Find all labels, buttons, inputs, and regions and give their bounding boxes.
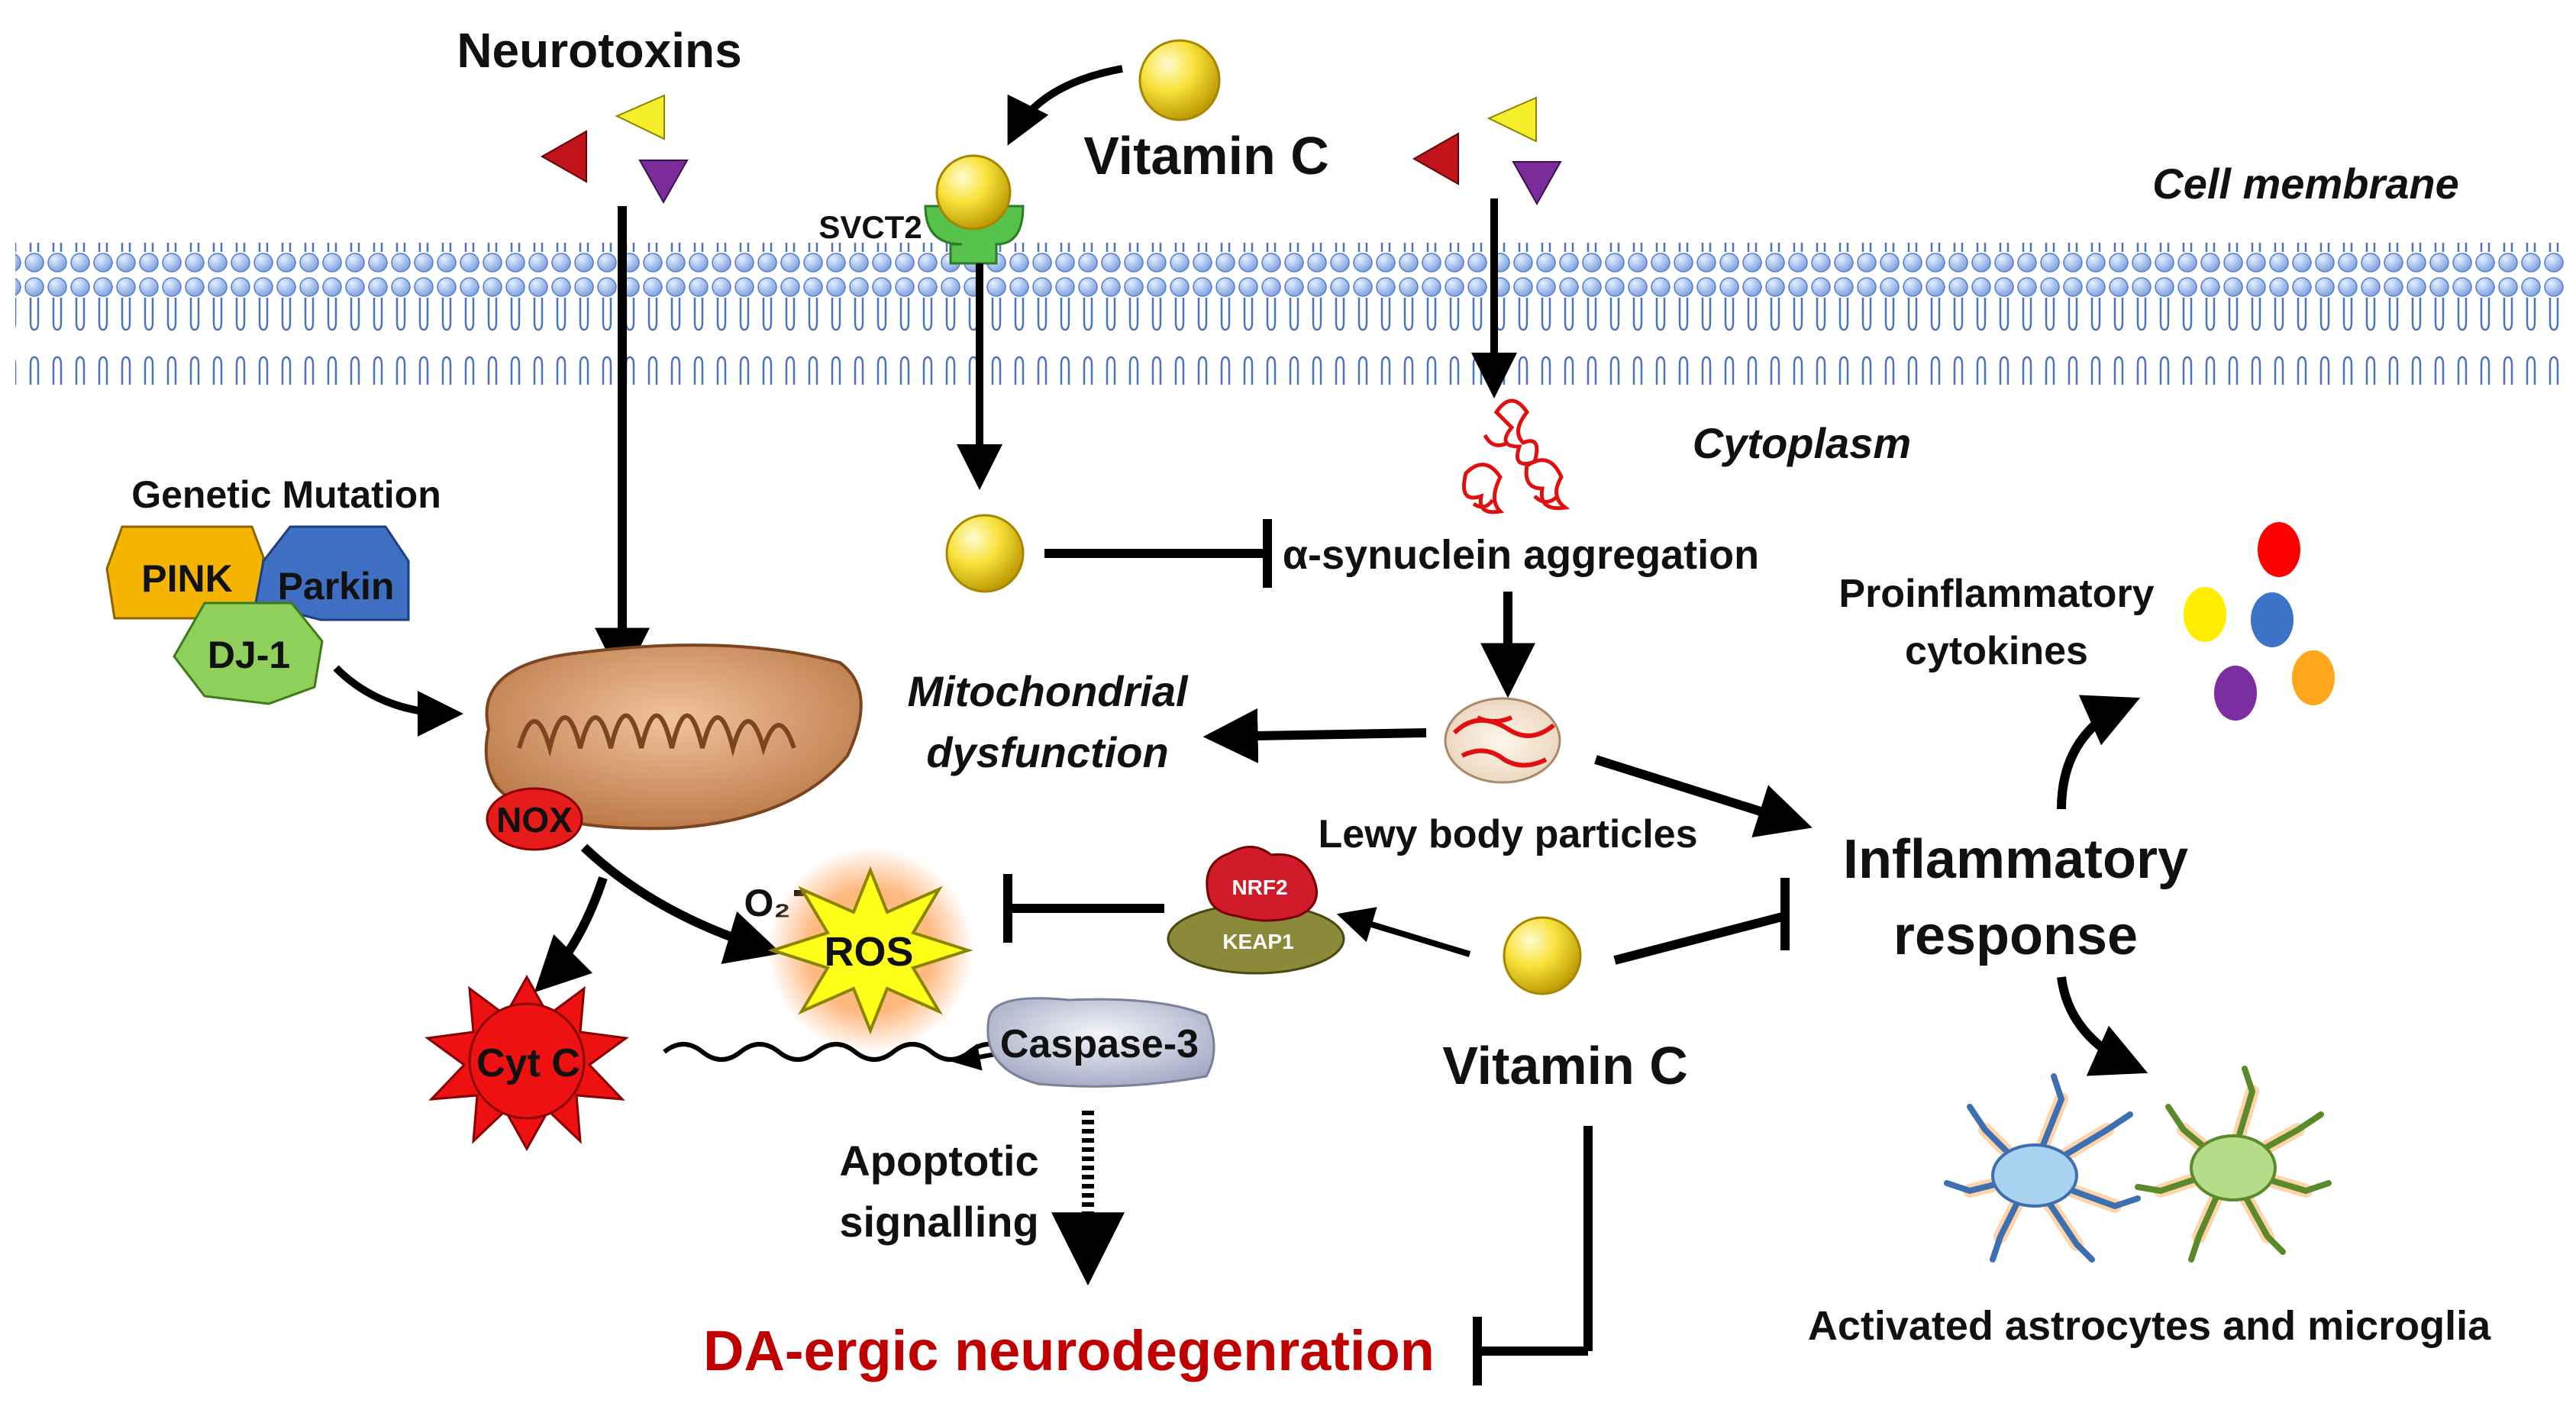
- svg-text:Parkin: Parkin: [278, 565, 395, 608]
- svg-text:Cyt C: Cyt C: [476, 1041, 580, 1085]
- da-neurodegeneration-label: DA-ergic neurodegenration: [703, 1319, 1435, 1382]
- nox-enzyme: NOX: [486, 787, 583, 851]
- svct2-transporter: [924, 154, 1025, 265]
- caspase3-protein: Caspase-3: [986, 997, 1215, 1088]
- parkin-protein: Parkin: [254, 525, 410, 621]
- nox-to-cytc-arrow: [534, 876, 608, 993]
- cytokine-dots: [2184, 522, 2335, 721]
- vitamin-c-molecule-cytoplasm: [945, 514, 1025, 593]
- vitamin-c-top-label: Vitamin C: [1083, 126, 1329, 185]
- vitamin-c-bottom-label: Vitamin C: [1442, 1036, 1688, 1095]
- mito-dysfunction-label-2: dysfunction: [926, 728, 1168, 776]
- cytc-to-caspase-arrow: [663, 1042, 1014, 1071]
- lewy-to-mito-dysfunction-arrow: [1202, 708, 1427, 763]
- dj1-protein: DJ-1: [173, 602, 324, 705]
- proinflammatory-label-1: Proinflammatory: [1838, 572, 2154, 616]
- genetic-mutation-label: Genetic Mutation: [131, 473, 441, 516]
- vitamin-c-inhibits-neurodegeneration: [1473, 1126, 1593, 1385]
- alpha-synuclein-fibrils-icon: [1462, 398, 1570, 514]
- cyt-c-burst-icon: Cyt C: [424, 974, 629, 1152]
- neurotoxin-triangles-right: [1412, 96, 1562, 206]
- inflammatory-response-label-1: Inflammatory: [1843, 829, 2188, 890]
- svg-text:ROS: ROS: [824, 929, 913, 975]
- astrocytes-label: Activated astrocytes and microglia: [1808, 1303, 2491, 1349]
- mito-dysfunction-label-1: Mitochondrial: [907, 667, 1189, 715]
- lewy-to-inflammatory-arrow: [1594, 755, 1813, 838]
- svg-text:DJ-1: DJ-1: [208, 634, 290, 676]
- proinflammatory-label-2: cytokines: [1905, 629, 2088, 673]
- vitamin-c-molecule-top: [1138, 39, 1221, 121]
- cell-membrane-label: Cell membrane: [2152, 160, 2459, 208]
- nox-to-ros-arrow: [580, 843, 782, 964]
- neurotoxins-label: Neurotoxins: [457, 23, 741, 78]
- svct2-label: SVCT2: [818, 209, 922, 245]
- genetic-to-mitochondria-arrow: [333, 665, 463, 737]
- svg-text:NOX: NOX: [496, 800, 573, 840]
- vitamin-c-inhibits-inflammation: [1613, 878, 1790, 965]
- lewy-body-label: Lewy body particles: [1318, 812, 1697, 856]
- svg-text:KEAP1: KEAP1: [1222, 930, 1293, 953]
- inflammatory-to-cytokines-arrow: [2057, 695, 2141, 810]
- inflammatory-response-label-2: response: [1893, 905, 2138, 966]
- nrf2-inhibits-ros: [1003, 874, 1164, 943]
- pink-protein: PINK: [105, 525, 265, 620]
- alpha-synuclein-label: α-synuclein aggregation: [1283, 532, 1759, 578]
- svg-text:Caspase-3: Caspase-3: [1000, 1022, 1199, 1066]
- cytoplasm-label: Cytoplasm: [1693, 419, 1911, 467]
- vitamin-c-inhibits-synuclein: [1044, 519, 1272, 588]
- vitamin-c-molecule-bottom: [1503, 916, 1582, 995]
- neurotoxin-triangles-left: [540, 94, 689, 205]
- cell-membrane: [15, 243, 2565, 385]
- ros-burst-icon: ROS: [767, 847, 973, 1053]
- svg-text:NRF2: NRF2: [1232, 876, 1287, 899]
- lewy-body-icon: [1444, 697, 1561, 784]
- nrf2-keap1-complex: NRF2 KEAP1: [1167, 846, 1345, 975]
- inflammatory-to-glia-arrow: [2057, 976, 2148, 1076]
- microglia-icon: [2135, 1066, 2332, 1263]
- astrocyte-icon: [1944, 1073, 2141, 1263]
- vitamin-c-entry-arrow: [1007, 65, 1123, 146]
- apoptotic-label-2: signalling: [839, 1198, 1038, 1246]
- apoptotic-label-1: Apoptotic: [839, 1137, 1038, 1185]
- svg-text:PINK: PINK: [141, 557, 232, 600]
- vitc-activates-nrf2-arrow: [1336, 907, 1471, 957]
